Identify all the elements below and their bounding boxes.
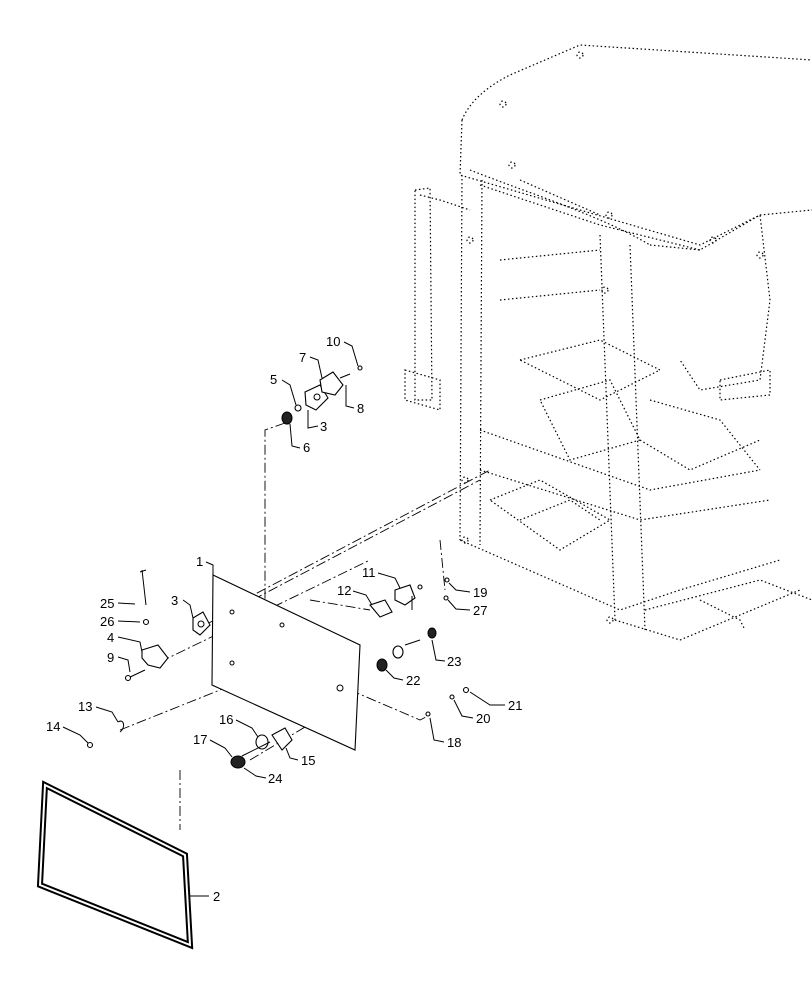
- callout-6: 6: [303, 440, 310, 455]
- callout-18: 18: [447, 735, 461, 750]
- knob-part-17: [230, 755, 246, 769]
- clip-part-13: [117, 720, 125, 733]
- callout-labels: 1 2 3 3 4 5 6 7 8 9 10 11 12 13 14 15 16…: [46, 334, 522, 904]
- callout-17: 17: [193, 732, 207, 747]
- fastener-part-20: [449, 694, 455, 700]
- leader-lines: [62, 341, 505, 897]
- callout-26: 26: [100, 614, 114, 629]
- callout-4: 4: [107, 630, 114, 645]
- callout-23: 23: [447, 654, 461, 669]
- fastener-part-18: [425, 711, 431, 717]
- latch-part-23: [392, 627, 437, 659]
- fastener-part-19: [444, 577, 450, 583]
- callout-3-upper: 3: [320, 419, 327, 434]
- frame-part-2: [36, 780, 194, 950]
- washer-part-22: [376, 658, 388, 672]
- callout-10: 10: [326, 334, 340, 349]
- callout-22: 22: [406, 673, 420, 688]
- cab-frame: [404, 44, 812, 641]
- callout-12: 12: [337, 583, 351, 598]
- callout-16: 16: [219, 712, 233, 727]
- callout-19: 19: [473, 585, 487, 600]
- bracket-part-7: [319, 371, 344, 396]
- screw-part-14: [86, 741, 94, 749]
- bracket-part-3-left: [192, 611, 211, 636]
- nut-part-27: [443, 595, 449, 601]
- bracket-part-15: [271, 727, 293, 751]
- callout-8: 8: [357, 401, 364, 416]
- fastener-part-21: [462, 686, 470, 694]
- callout-3-left: 3: [171, 593, 178, 608]
- bolt-part-25: [139, 569, 147, 606]
- callout-25: 25: [100, 596, 114, 611]
- callout-14: 14: [46, 719, 60, 734]
- callout-5: 5: [270, 372, 277, 387]
- callout-2: 2: [213, 889, 220, 904]
- nut-part-26: [142, 618, 150, 626]
- strap-part-12: [369, 599, 393, 618]
- hinge-part-4: [141, 644, 169, 669]
- pin-part-10: [357, 365, 363, 371]
- callout-13: 13: [78, 699, 92, 714]
- pin-part-8: [339, 373, 351, 379]
- panel-part-1: [211, 574, 361, 751]
- bracket-part-16: [255, 734, 269, 750]
- callout-1: 1: [196, 554, 203, 569]
- bracket-part-11: [394, 584, 423, 610]
- knob-part-6: [281, 411, 293, 425]
- knob-part-24: [241, 741, 271, 757]
- callout-20: 20: [476, 711, 490, 726]
- callout-7: 7: [299, 350, 306, 365]
- callout-15: 15: [301, 753, 315, 768]
- callout-9: 9: [107, 650, 114, 665]
- callout-21: 21: [508, 698, 522, 713]
- callout-11: 11: [362, 565, 376, 580]
- washer-part-5: [294, 404, 302, 412]
- bolt-part-9: [124, 669, 146, 682]
- callout-24: 24: [268, 771, 282, 786]
- callout-27: 27: [473, 603, 487, 618]
